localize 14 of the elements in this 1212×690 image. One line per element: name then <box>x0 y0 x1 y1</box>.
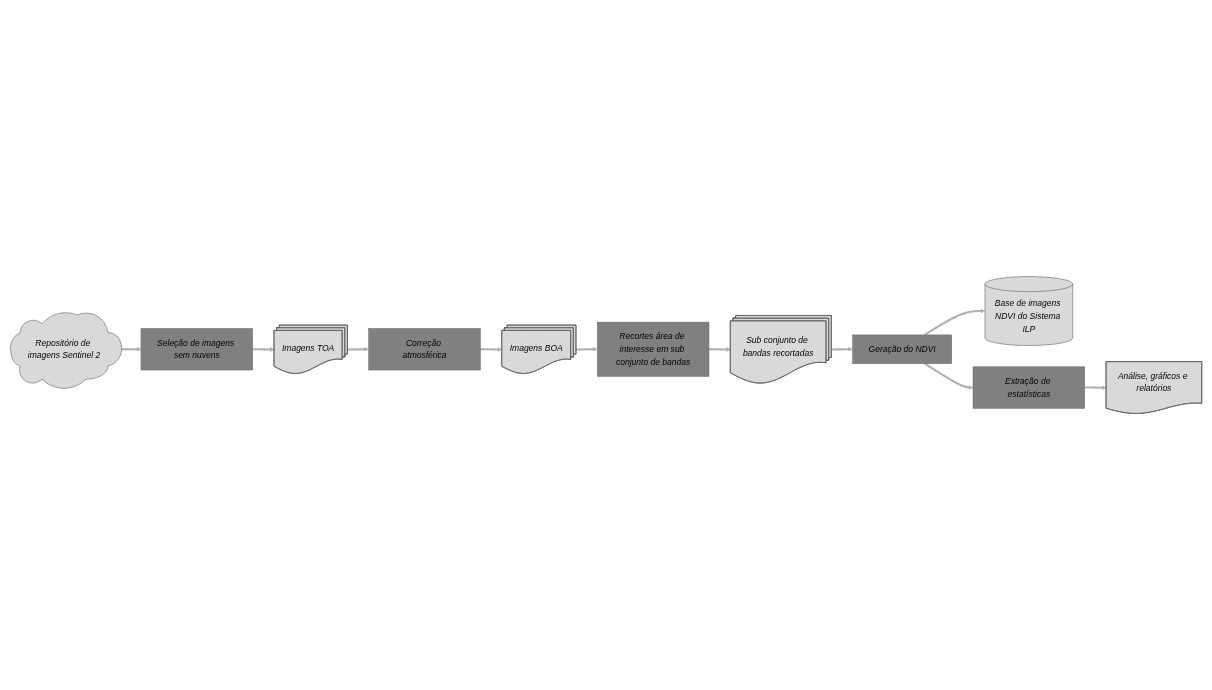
arrow <box>480 347 503 352</box>
node-box: Recortes área de interesse em sub conjunto de bandas <box>597 321 710 377</box>
node-box: Seleção de imagens sem nuvens <box>140 328 253 371</box>
arrow <box>709 347 731 352</box>
node-box: Correção atmosférica <box>368 328 481 371</box>
arrow <box>924 308 986 336</box>
arrow <box>924 362 974 390</box>
arrow <box>252 347 275 352</box>
node-box: Geração do NDVI <box>852 334 952 364</box>
arrow <box>347 346 369 352</box>
arrow <box>831 346 853 352</box>
arrow <box>1084 385 1107 391</box>
arrow <box>576 346 598 352</box>
node-box: Extração de estatísticas <box>972 366 1085 409</box>
